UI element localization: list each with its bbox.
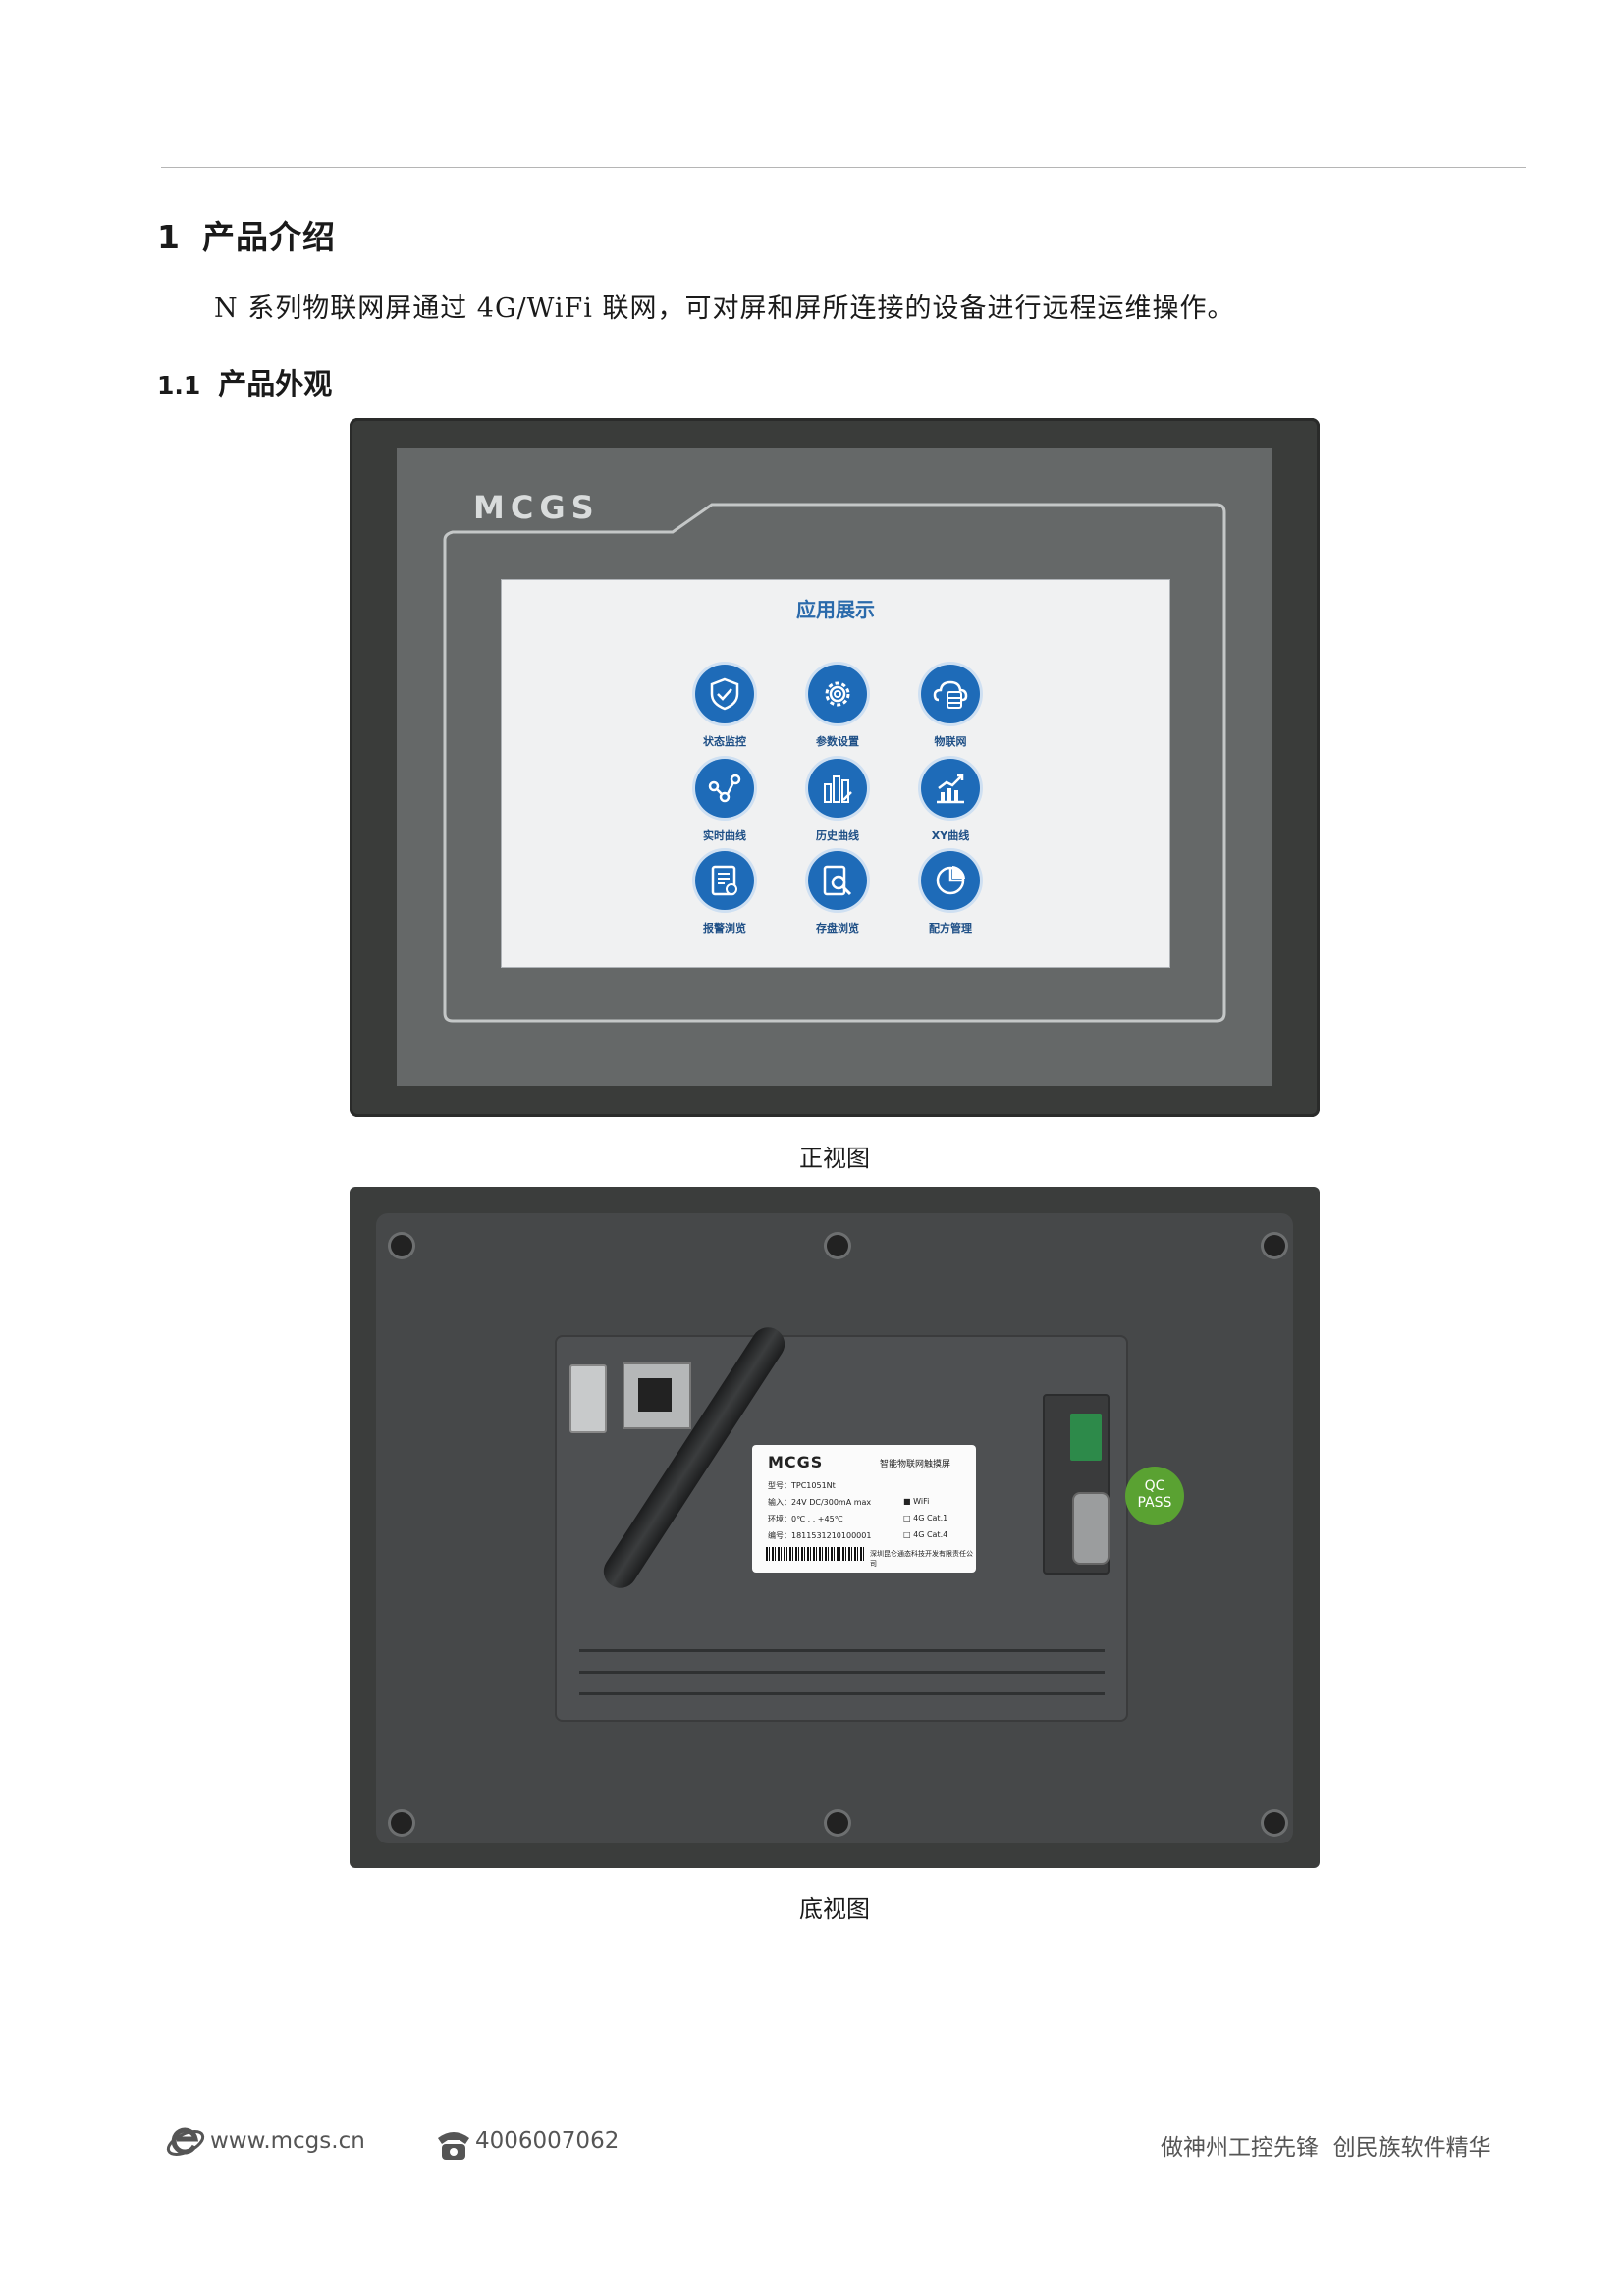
sticker-env: 0℃ . . +45℃: [791, 1515, 843, 1523]
app-storage-browse[interactable]: 存盘浏览: [784, 851, 892, 935]
qc-line2: PASS: [1137, 1495, 1172, 1511]
line-chart-icon: [921, 759, 980, 818]
usb-port: [569, 1364, 607, 1433]
section-title: 产品介绍: [201, 218, 336, 256]
node-curve-icon: [695, 759, 754, 818]
app-label: 历史曲线: [816, 829, 859, 842]
app-alarm-browse[interactable]: 报警浏览: [671, 851, 779, 935]
screw-top-left: [391, 1235, 412, 1256]
front-frame-outline: [443, 503, 1226, 1023]
hmi-screen: 应用展示 状态监控 参数设置 物联网 实时曲线 历史曲线 XY曲线: [501, 579, 1170, 968]
sticker-serial-row: 编号：1811531210100001: [768, 1530, 871, 1541]
sticker-option-wifi: ■ WiFi: [903, 1497, 930, 1506]
footer-slogan: 做神州工控先锋 创民族软件精华: [1161, 2135, 1491, 2161]
app-label: 物联网: [934, 735, 967, 748]
app-label: 存盘浏览: [816, 922, 859, 934]
search-doc-icon: [808, 851, 867, 910]
sticker-brand: MCGS: [768, 1453, 824, 1471]
app-label: 参数设置: [816, 735, 859, 748]
front-view-caption: 正视图: [799, 1145, 870, 1172]
app-history-curve[interactable]: 历史曲线: [784, 759, 892, 843]
vent-slot: [579, 1649, 1105, 1652]
lan-port-socket: [638, 1378, 672, 1412]
screw-top-right: [1264, 1235, 1285, 1256]
screw-top-center: [827, 1235, 848, 1256]
sticker-input-label: 输入：: [768, 1498, 791, 1507]
front-brand-logo: MCGS: [473, 489, 600, 526]
sticker-option-cat4: □ 4G Cat.4: [903, 1530, 948, 1539]
section-heading: 1 产品介绍: [157, 211, 336, 258]
sticker-opt3: 4G Cat.4: [913, 1530, 948, 1539]
header-rule: [161, 167, 1526, 168]
barcode: [766, 1547, 864, 1561]
screw-bottom-right: [1264, 1812, 1285, 1834]
gear-icon: [808, 665, 867, 723]
bar-trend-icon: [808, 759, 867, 818]
screen-title: 应用展示: [796, 598, 875, 621]
serial-port: [1072, 1492, 1110, 1565]
qc-pass-badge: QC PASS: [1125, 1467, 1184, 1525]
screw-bottom-left: [391, 1812, 412, 1834]
screw-bottom-center: [827, 1812, 848, 1834]
cloud-database-icon: [921, 665, 980, 723]
app-label: 状态监控: [703, 735, 746, 748]
sticker-model-row: 型号：TPC1051Nt: [768, 1480, 836, 1491]
sticker-model: TPC1051Nt: [791, 1481, 836, 1490]
pie-chart-icon: [921, 851, 980, 910]
footer-website[interactable]: www.mcgs.cn: [210, 2128, 365, 2154]
telephone-icon: [438, 2132, 469, 2160]
app-label: 配方管理: [929, 922, 972, 934]
ie-logo-icon: [166, 2127, 205, 2156]
sticker-serial-label: 编号：: [768, 1531, 791, 1540]
sticker-env-label: 环境：: [768, 1515, 791, 1523]
app-realtime-curve[interactable]: 实时曲线: [671, 759, 779, 843]
shield-check-icon: [695, 665, 754, 723]
sticker-input-row: 输入：24V DC/300mA max: [768, 1497, 871, 1508]
power-connector: [1070, 1414, 1102, 1461]
sticker-title: 智能物联网触摸屏: [880, 1460, 951, 1469]
subsection-title: 产品外观: [218, 367, 333, 400]
intro-paragraph: N 系列物联网屏通过 4G/WiFi 联网，可对屏和屏所连接的设备进行远程运维操…: [214, 294, 1235, 324]
subsection-heading: 1.1 产品外观: [157, 361, 332, 402]
sticker-company: 深圳昆仑通态科技开发有限责任公司: [870, 1550, 973, 1568]
sticker-option-cat1: □ 4G Cat.1: [903, 1514, 948, 1522]
section-number: 1: [157, 218, 181, 256]
app-parameter-settings[interactable]: 参数设置: [784, 665, 892, 749]
qc-line1: QC: [1144, 1478, 1165, 1494]
footer-phone: 4006007062: [475, 2128, 620, 2154]
vent-slot: [579, 1671, 1105, 1674]
vent-slot: [579, 1692, 1105, 1695]
app-xy-curve[interactable]: XY曲线: [896, 759, 1004, 843]
product-label-sticker: MCGS 智能物联网触摸屏 型号：TPC1051Nt 输入：24V DC/300…: [752, 1445, 976, 1573]
sticker-input: 24V DC/300mA max: [791, 1498, 872, 1507]
sticker-opt1: WiFi: [913, 1497, 930, 1506]
rear-view-caption: 底视图: [799, 1896, 870, 1923]
app-label: 实时曲线: [703, 829, 746, 842]
sticker-model-label: 型号：: [768, 1481, 791, 1490]
app-status-monitor[interactable]: 状态监控: [671, 665, 779, 749]
sticker-opt2: 4G Cat.1: [913, 1514, 948, 1522]
report-icon: [695, 851, 754, 910]
app-label: XY曲线: [931, 829, 970, 842]
subsection-number: 1.1: [157, 371, 201, 400]
app-iot[interactable]: 物联网: [896, 665, 1004, 749]
sticker-env-row: 环境：0℃ . . +45℃: [768, 1514, 843, 1524]
app-recipe-management[interactable]: 配方管理: [896, 851, 1004, 935]
sticker-serial: 1811531210100001: [791, 1531, 872, 1540]
app-label: 报警浏览: [703, 922, 746, 934]
